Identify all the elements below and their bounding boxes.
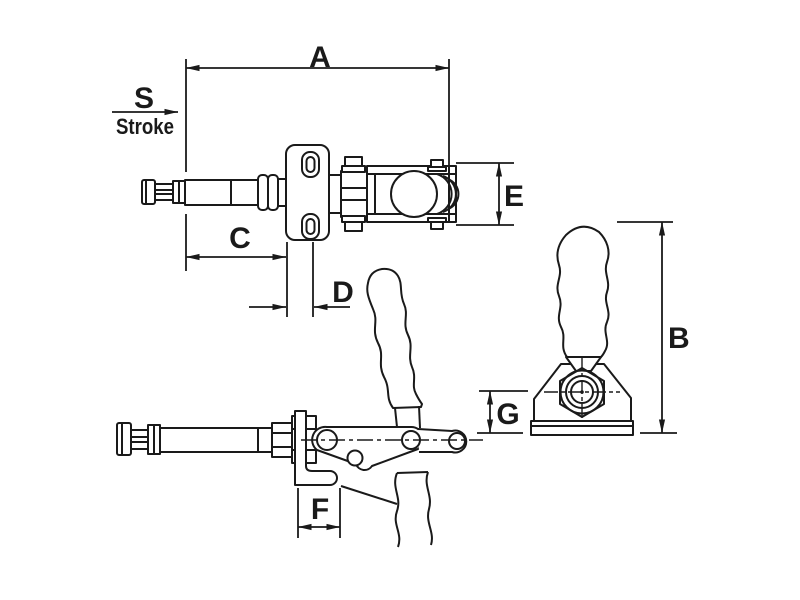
channel-bolt-washer (427, 166, 447, 172)
handle-down-right-edge (425, 471, 433, 546)
clevis-hole (448, 432, 466, 450)
dimensions: A S Stroke C D E B G F (112, 41, 690, 538)
hex-bushing-2 (271, 422, 293, 458)
hex-body (340, 170, 368, 218)
dim-label-s: S (134, 82, 154, 115)
flange-slot-top (301, 151, 320, 178)
plunger-stud-upper (154, 183, 175, 191)
body-neck (328, 174, 342, 214)
lever-small-hole (346, 449, 364, 467)
dim-label-c: C (229, 222, 251, 255)
mounting-angle-bracket (294, 410, 338, 486)
side-view-retracted (141, 144, 460, 241)
top-bolt-washer (341, 165, 366, 173)
front-view (530, 225, 634, 436)
dim-label-g: G (496, 398, 519, 431)
handle-neck-left (394, 407, 398, 428)
dim-label-b: B (668, 322, 690, 355)
handle-down-top-edge (396, 471, 429, 474)
bushing-ring-2 (267, 174, 279, 211)
dim-label-d: D (332, 276, 354, 309)
toggle-roller (390, 170, 438, 218)
dim-label-stroke: Stroke (116, 114, 174, 139)
dim-label-f: F (311, 493, 329, 526)
plunger-bolt-head-2 (116, 422, 132, 456)
bottom-nut (344, 221, 363, 232)
plunger-bolt-head (141, 179, 156, 205)
top-bolt-head (344, 156, 363, 167)
bracket-to-handle-line (340, 485, 398, 505)
channel-nut (430, 221, 444, 230)
front-handle-grip (556, 225, 610, 358)
plunger-rod (184, 179, 259, 206)
front-handle-neck (565, 356, 602, 372)
bushing-ring-1 (257, 174, 269, 211)
handle-grip-up (366, 267, 423, 409)
channel-bolt-head (430, 159, 444, 168)
flange-slot-bottom (301, 213, 320, 240)
handle-neck-right (418, 405, 421, 429)
dim-label-a: A (309, 41, 331, 74)
spring-coil-1 (436, 173, 453, 215)
flange-slot-top-bore (305, 156, 316, 173)
plunger-stud-lower (154, 193, 175, 201)
side-view-extended (116, 267, 483, 548)
flange-slot-bottom-bore (305, 218, 316, 235)
spring-coil-2 (442, 175, 457, 213)
bushing-collar (277, 178, 287, 207)
plunger-stud-2-upper (130, 429, 149, 438)
handle-down-left-edge (394, 472, 401, 548)
front-base-plate (530, 420, 634, 436)
plunger-rod-2 (159, 427, 273, 453)
plunger-stud-2-lower (130, 441, 149, 450)
spring-coil-3 (447, 178, 460, 210)
dim-label-e: E (504, 180, 524, 213)
